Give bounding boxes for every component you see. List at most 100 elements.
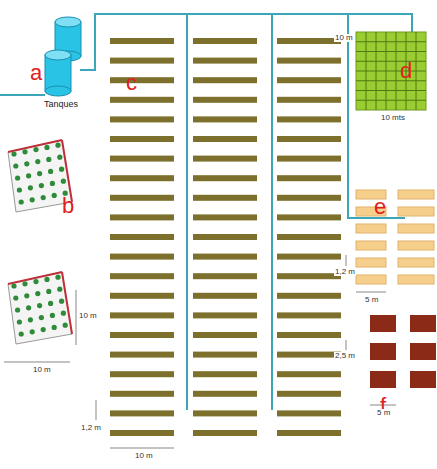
crop-bed	[277, 116, 341, 122]
seedling	[57, 287, 62, 292]
dimension-label: 5 m	[376, 409, 391, 417]
crop-bed	[110, 430, 174, 436]
tan-bed	[398, 224, 434, 233]
seedling	[48, 169, 53, 174]
crop-bed	[193, 234, 257, 240]
crop-bed	[110, 136, 174, 142]
seedling	[15, 307, 20, 312]
tan-bed	[356, 275, 386, 284]
callout-letter: e	[374, 196, 386, 218]
crop-bed	[193, 332, 257, 338]
crop-bed	[193, 410, 257, 416]
seedling	[55, 275, 60, 280]
seedling	[11, 283, 16, 288]
crop-bed	[193, 430, 257, 436]
seedling	[28, 185, 33, 190]
crop-bed	[277, 97, 341, 103]
rack-edge	[8, 272, 62, 284]
seedling	[30, 329, 35, 334]
crop-bed	[110, 38, 174, 44]
grid-line	[356, 71, 426, 72]
tan-bed	[398, 241, 434, 250]
crop-bed	[193, 293, 257, 299]
grid-line	[356, 100, 426, 101]
seedling	[52, 193, 57, 198]
crop-bed	[110, 175, 174, 181]
crop-bed	[110, 273, 174, 279]
seedling	[41, 195, 46, 200]
crop-bed	[110, 254, 174, 260]
crop-bed	[193, 195, 257, 201]
tan-beds	[356, 190, 434, 284]
water-pipes	[0, 14, 412, 410]
seedling	[13, 295, 18, 300]
dimension-label: 2,5 m	[334, 352, 356, 360]
crop-bed	[110, 116, 174, 122]
seedling	[26, 173, 31, 178]
dimension-label: 10 mts	[380, 114, 406, 122]
red-bed	[370, 315, 396, 332]
seedling	[63, 323, 68, 328]
tan-bed	[398, 258, 434, 267]
tan-bed	[398, 190, 434, 199]
rack-edge	[8, 140, 62, 152]
seedling	[39, 315, 44, 320]
seedling	[59, 299, 64, 304]
grid-line	[356, 90, 426, 91]
red-bed	[370, 371, 396, 388]
crop-bed	[110, 195, 174, 201]
crop-bed	[110, 77, 174, 83]
callout-letter: b	[62, 195, 74, 217]
dimension-label: 10 m	[32, 366, 52, 374]
callout-letter: a	[30, 62, 42, 84]
seedling	[37, 303, 42, 308]
tan-bed	[356, 258, 386, 267]
seedling	[50, 181, 55, 186]
dimension-label: 10 m	[134, 452, 154, 460]
crop-bed	[193, 136, 257, 142]
seedling	[57, 155, 62, 160]
dimension-label: 5 m	[364, 296, 379, 304]
crop-bed	[110, 332, 174, 338]
seedling	[30, 197, 35, 202]
seedling	[35, 291, 40, 296]
crop-bed	[277, 38, 341, 44]
crop-bed	[277, 77, 341, 83]
seedling	[52, 325, 57, 330]
crop-bed	[193, 116, 257, 122]
seedling	[48, 301, 53, 306]
seedling	[44, 145, 49, 150]
crop-bed	[193, 97, 257, 103]
dimension-label: 10 m	[334, 34, 354, 42]
seedling	[13, 163, 18, 168]
crop-bed	[193, 352, 257, 358]
crop-bed	[277, 195, 341, 201]
crop-bed	[110, 371, 174, 377]
seedling	[37, 171, 42, 176]
seedling	[59, 167, 64, 172]
tan-bed	[398, 207, 434, 216]
callout-letter: c	[126, 72, 137, 94]
tan-bed	[356, 224, 386, 233]
seedling	[33, 147, 38, 152]
seedling	[44, 277, 49, 282]
crop-bed	[277, 175, 341, 181]
crop-bed	[277, 273, 341, 279]
rack-edge	[62, 272, 72, 334]
seedling	[17, 319, 22, 324]
callout-letter: d	[400, 60, 412, 82]
crop-bed	[277, 312, 341, 318]
grid-line	[356, 61, 426, 62]
red-bed	[410, 371, 436, 388]
crop-bed	[277, 391, 341, 397]
red-bed	[370, 343, 396, 360]
crop-bed	[193, 254, 257, 260]
grid-line	[356, 51, 426, 52]
crop-bed	[110, 391, 174, 397]
seedling-racks	[8, 140, 72, 344]
seedling	[35, 159, 40, 164]
crop-bed	[277, 234, 341, 240]
seedling	[19, 331, 24, 336]
crop-bed	[193, 214, 257, 220]
